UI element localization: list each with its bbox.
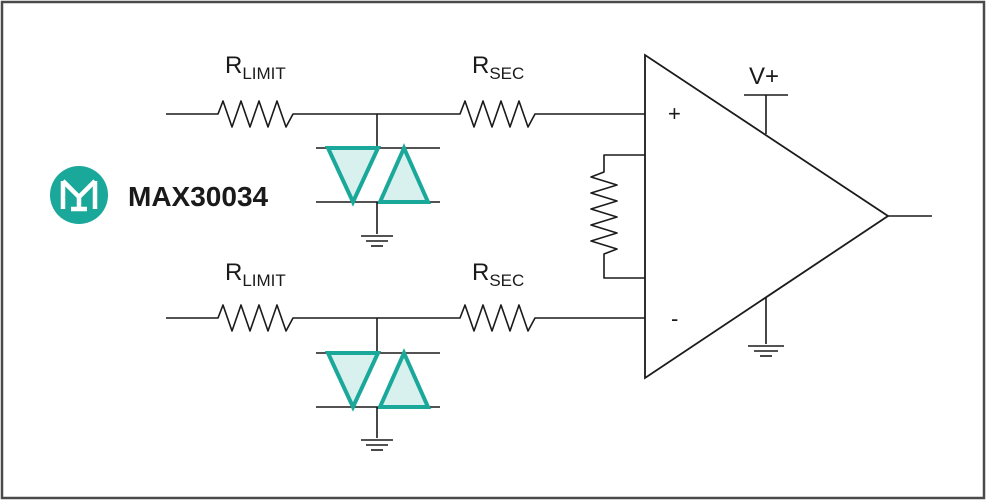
ground-icon — [361, 439, 393, 451]
tvs-diode-up-icon — [376, 348, 432, 409]
maxim-logo-icon — [50, 166, 108, 224]
bottom-input-wire — [166, 304, 645, 332]
top-input-wire — [166, 100, 645, 128]
tvs-diode-up-icon — [376, 143, 432, 204]
op-amp-triangle-icon — [644, 53, 890, 380]
bottom-input-path: RLIMIT RSEC — [166, 259, 645, 332]
ground-icon — [361, 235, 393, 247]
ground-icon — [748, 345, 784, 357]
r-sec-top-label: RSEC — [472, 52, 524, 83]
differential-resistor — [590, 154, 645, 279]
r-limit-top-label: RLIMIT — [225, 52, 286, 83]
brand-name: MAX30034 — [128, 181, 269, 212]
r-sec-bottom-label: RSEC — [472, 259, 524, 290]
vplus-label: V+ — [749, 63, 779, 90]
tvs-diode-down-icon — [324, 146, 382, 207]
op-amp: + - V+ — [644, 53, 932, 380]
brand-block: MAX30034 — [50, 166, 269, 224]
tvs-diode-down-icon — [324, 351, 382, 412]
r-limit-bottom-label: RLIMIT — [225, 259, 286, 290]
plus-input-label: + — [668, 101, 681, 126]
top-input-path: RLIMIT RSEC — [166, 52, 645, 128]
top-tvs-diode-pair — [316, 114, 440, 247]
minus-input-label: - — [671, 306, 678, 331]
bottom-tvs-diode-pair — [316, 318, 440, 451]
